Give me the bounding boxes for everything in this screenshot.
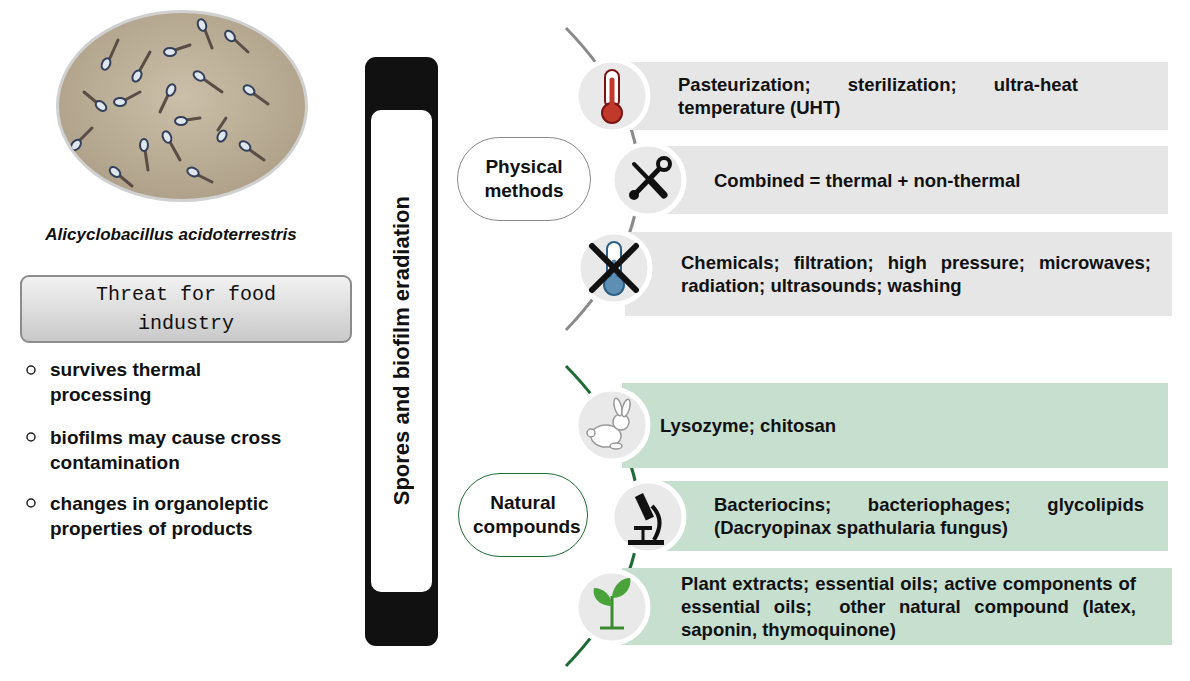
- thermometer-icon: [602, 70, 622, 123]
- bacteria: [69, 18, 268, 186]
- micrograph-field: [59, 13, 305, 199]
- method-band: Pasteurization; sterilization; ultra-hea…: [622, 62, 1168, 130]
- node-text: Combined = thermal + non-thermal: [714, 169, 1134, 192]
- threat-bullet: survives thermal processing: [50, 357, 250, 407]
- rabbit-icon: [587, 397, 632, 449]
- threat-box: Threat for food industry: [20, 275, 352, 343]
- node-text: Chemicals; filtration; high pressure; mi…: [681, 251, 1151, 297]
- icon-circles: [576, 60, 684, 643]
- compound-band: Plant extracts; essential oils; active c…: [622, 568, 1172, 645]
- node-text: Pasteurization; sterilization; ultra-hea…: [678, 73, 1078, 119]
- micrograph: [56, 10, 308, 202]
- species-caption: Alicyclobacillus acidoterrestris: [40, 222, 302, 247]
- method-band: Combined = thermal + non-thermal: [648, 146, 1168, 214]
- black-bar: [365, 57, 438, 646]
- microscope-icon: [628, 493, 664, 545]
- compound-band: Lysozyme; chitosan: [622, 383, 1168, 468]
- node-text: Plant extracts; essential oils; active c…: [681, 572, 1136, 641]
- bullet: [27, 433, 35, 441]
- tools-icon: [630, 158, 670, 199]
- node-text: Physical methods: [474, 155, 574, 203]
- vertical-bar: Spores and biofilm eradiation: [371, 110, 432, 592]
- bullet: [27, 366, 35, 374]
- node-text: Bacteriocins; bacteriophages; glycolipid…: [714, 493, 1144, 539]
- method-band: Chemicals; filtration; high pressure; mi…: [625, 232, 1172, 316]
- node-text: Spores and biofilm eradiation: [389, 196, 415, 505]
- threat-bullet: changes in organoleptic properties of pr…: [50, 491, 325, 541]
- bullets: [27, 366, 35, 507]
- node-text: Natural compounds: [473, 491, 573, 539]
- plant-icon: [594, 578, 631, 628]
- micrograph-rim: [56, 10, 308, 202]
- node-text: Threat for food industry: [71, 280, 301, 338]
- bullet: [27, 499, 35, 507]
- threat-bullet: biofilms may cause cross contamination: [50, 425, 325, 475]
- group-pill: Natural compounds: [458, 473, 588, 557]
- crossed-thermometer-icon: [592, 242, 636, 295]
- compound-band: Bacteriocins; bacteriophages; glycolipid…: [648, 481, 1168, 551]
- node-text: Lysozyme; chitosan: [660, 414, 1080, 437]
- group-pill: Physical methods: [457, 137, 591, 221]
